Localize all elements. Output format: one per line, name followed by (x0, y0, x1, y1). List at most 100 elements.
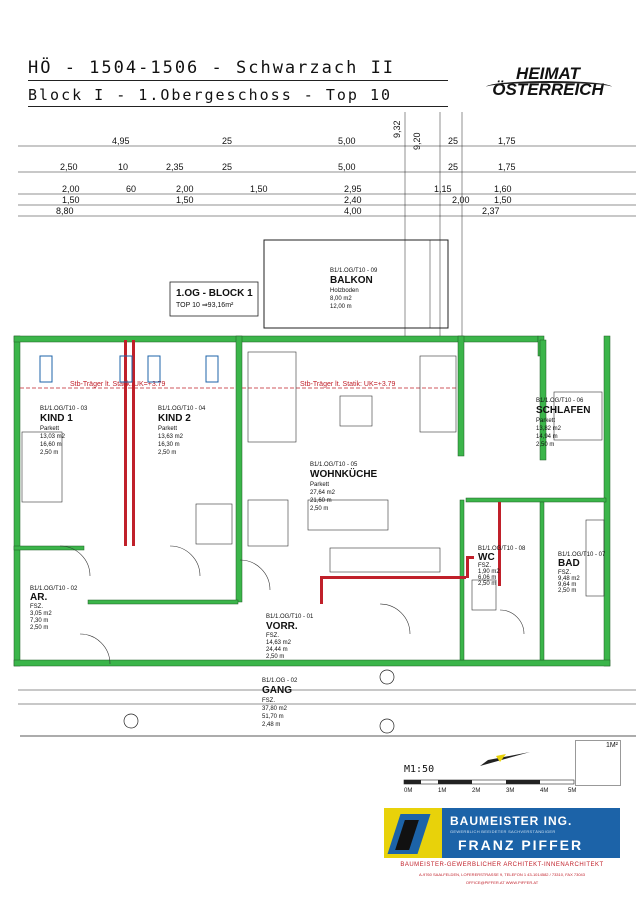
svg-text:1,75: 1,75 (498, 136, 516, 146)
svg-text:B1/1.OG/T10 - 06: B1/1.OG/T10 - 06 (536, 398, 584, 404)
svg-text:Parkett: Parkett (40, 426, 59, 432)
svg-text:2,50 m: 2,50 m (536, 442, 554, 448)
svg-text:1,75: 1,75 (498, 162, 516, 172)
logo-line1: HEIMAT (516, 64, 580, 83)
room-kind2: B1/1.OG/T10 - 04 KIND 2 Parkett 13,63 m2… (158, 406, 206, 456)
svg-text:FSZ.: FSZ. (266, 633, 279, 639)
balcony-outline (263, 239, 449, 329)
partition-walls (124, 340, 501, 604)
company-profession: BAUMEISTER-GEWERBLICHER ARCHITEKT-INNENA… (400, 862, 604, 868)
dimension-lines (18, 112, 636, 705)
company-name-1: BAUMEISTER ING. (450, 814, 573, 828)
svg-text:B1/1.OG/T10 - 07: B1/1.OG/T10 - 07 (558, 552, 606, 558)
svg-text:Parkett: Parkett (536, 418, 555, 424)
svg-text:1,50: 1,50 (62, 195, 80, 205)
scale-bar: 0M 1M 2M 3M 4M 5M (403, 779, 576, 794)
svg-text:25: 25 (222, 162, 232, 172)
svg-text:Parkett: Parkett (158, 426, 177, 432)
svg-text:4M: 4M (540, 788, 548, 794)
svg-text:9,32: 9,32 (392, 120, 402, 138)
svg-text:2,50 m: 2,50 m (558, 588, 576, 594)
svg-text:WOHNKÜCHE: WOHNKÜCHE (310, 467, 378, 480)
svg-text:Parkett: Parkett (310, 482, 329, 488)
svg-text:25: 25 (448, 136, 458, 146)
beam-label-right: Stb-Träger lt. Statik: UK=+3.79 (300, 381, 396, 388)
svg-text:4,00: 4,00 (344, 206, 362, 216)
room-wohnkueche: B1/1.OG/T10 - 05 WOHNKÜCHE Parkett 27,64… (310, 462, 378, 512)
svg-text:1,60: 1,60 (494, 184, 512, 194)
svg-text:2,50 m: 2,50 m (478, 581, 496, 587)
dimension-texts: 4,95 25 5,00 25 1,75 2,50 10 2,35 25 5,0… (56, 120, 516, 216)
svg-text:WC: WC (478, 552, 495, 563)
svg-text:16,30 m: 16,30 m (158, 442, 180, 448)
svg-text:1,15: 1,15 (434, 184, 452, 194)
subtitle-rule (28, 106, 448, 107)
plan-subtitle: Block I - 1.Obergeschoss - Top 10 (28, 86, 393, 104)
svg-text:TOP 10 ⇒93,16m²: TOP 10 ⇒93,16m² (176, 302, 234, 309)
svg-text:2,50 m: 2,50 m (40, 450, 58, 456)
svg-text:2,35: 2,35 (166, 162, 184, 172)
svg-text:9,64 m: 9,64 m (558, 582, 576, 588)
area-legend-box: 1M² (575, 740, 621, 786)
doors (59, 545, 525, 665)
svg-text:2,50 m: 2,50 m (30, 625, 48, 631)
svg-text:KIND 2: KIND 2 (158, 413, 191, 424)
svg-text:1,50: 1,50 (176, 195, 194, 205)
svg-text:2,40: 2,40 (344, 195, 362, 205)
svg-text:1,50: 1,50 (494, 195, 512, 205)
plan-title: HÖ - 1504-1506 - Schwarzach II (28, 58, 396, 78)
svg-text:FSZ.: FSZ. (558, 570, 571, 576)
area-legend-label: 1M² (605, 742, 618, 749)
svg-text:4,95: 4,95 (112, 136, 130, 146)
svg-text:AR.: AR. (30, 592, 47, 603)
svg-text:2,00: 2,00 (62, 184, 80, 194)
svg-text:5M: 5M (568, 788, 576, 794)
svg-text:B1/1.OG/T10 - 09: B1/1.OG/T10 - 09 (330, 268, 378, 274)
svg-text:16,60 m: 16,60 m (40, 442, 62, 448)
svg-text:1,50: 1,50 (250, 184, 268, 194)
svg-text:GANG: GANG (262, 685, 292, 696)
svg-text:9,48 m2: 9,48 m2 (558, 576, 580, 582)
svg-text:SCHLAFEN: SCHLAFEN (536, 405, 590, 416)
logo-swoosh-icon (486, 81, 612, 93)
svg-text:9,20: 9,20 (412, 132, 422, 150)
grid-markers (123, 669, 395, 734)
svg-text:2,48 m: 2,48 m (262, 722, 280, 728)
svg-text:3M: 3M (506, 788, 514, 794)
svg-text:5,00: 5,00 (338, 162, 356, 172)
room-vorraum: B1/1.OG/T10 - 01 VORR. FSZ. 14,63 m2 24,… (266, 614, 314, 660)
room-balkon: B1/1.OG/T10 - 09 BALKON Holzboden 8,00 m… (330, 268, 378, 310)
furniture (21, 351, 605, 611)
north-arrow-icon (480, 752, 530, 766)
svg-text:2,50 m: 2,50 m (310, 506, 328, 512)
room-ar: B1/1.OG/T10 - 02 AR. FSZ. 3,05 m2 7,30 m… (30, 586, 78, 631)
heimat-logo: HEIMAT ÖSTERREICH (478, 64, 618, 98)
walls (13, 335, 611, 667)
svg-text:2,50: 2,50 (60, 162, 78, 172)
svg-text:2,37: 2,37 (482, 206, 500, 216)
svg-text:1.OG - BLOCK 1: 1.OG - BLOCK 1 (176, 288, 253, 299)
company-stamp: BAUMEISTER ING. GEWERBLICH BEEIDETER SAC… (384, 808, 620, 858)
company-contact: OFFICE@PIFFER.AT WWW.PIFFER.AT (465, 880, 539, 885)
windows (39, 355, 219, 383)
unit-box: 1.OG - BLOCK 1 TOP 10 ⇒93,16m² (169, 281, 259, 317)
company-tagline: GEWERBLICH BEEIDETER SACHVERSTÄNDIGER (450, 829, 556, 834)
svg-text:6,06 m: 6,06 m (478, 575, 496, 581)
company-name-2: FRANZ PIFFER (458, 837, 584, 853)
svg-text:24,44 m: 24,44 m (266, 647, 288, 653)
svg-text:14,94 m: 14,94 m (536, 434, 558, 440)
svg-text:FSZ.: FSZ. (478, 563, 491, 569)
svg-text:B1/1.OG/T10 - 08: B1/1.OG/T10 - 08 (478, 546, 526, 552)
svg-text:7,30 m: 7,30 m (30, 618, 48, 624)
svg-text:2,50 m: 2,50 m (266, 654, 284, 660)
svg-text:8,00 m2: 8,00 m2 (330, 296, 352, 302)
room-kind1: B1/1.OG/T10 - 03 KIND 1 Parkett 13,03 m2… (40, 406, 88, 456)
svg-text:13,63 m2: 13,63 m2 (158, 434, 184, 440)
svg-text:B1/1.OG/T10 - 01: B1/1.OG/T10 - 01 (266, 614, 314, 620)
svg-text:BALKON: BALKON (330, 275, 373, 286)
room-bad: B1/1.OG/T10 - 07 BAD FSZ. 9,48 m2 9,64 m… (558, 552, 606, 594)
title-rule (28, 80, 448, 81)
svg-text:13,03 m2: 13,03 m2 (40, 434, 66, 440)
